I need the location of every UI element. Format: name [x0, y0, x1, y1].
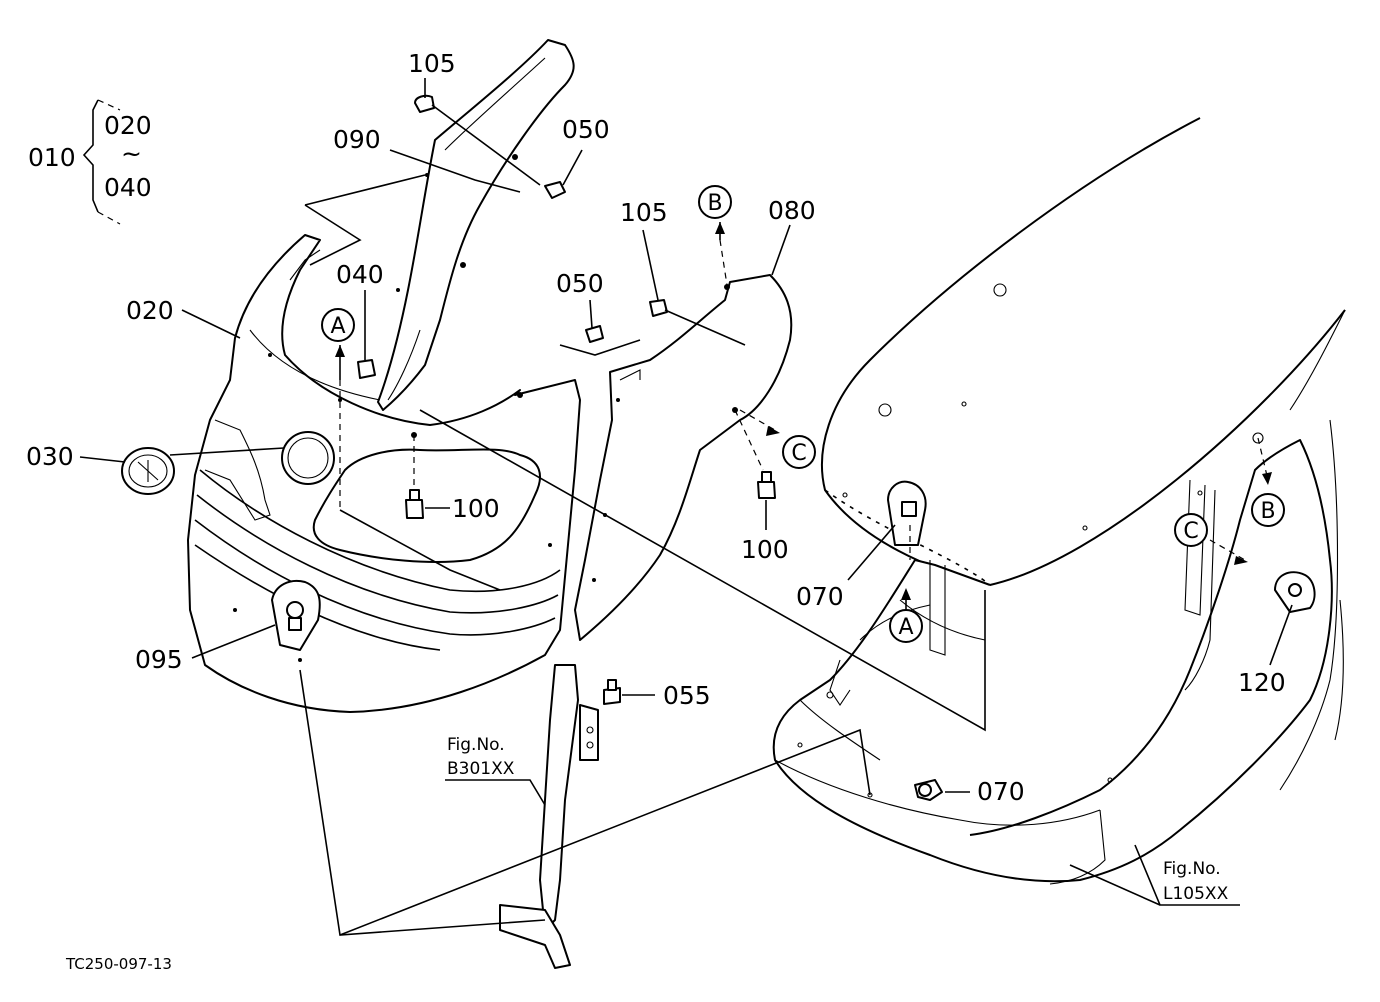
callout-010: 010 — [28, 143, 76, 172]
callout-050-top: 050 — [562, 115, 610, 144]
callout-105-top: 105 — [408, 49, 456, 78]
ref-circle-a-left — [321, 308, 355, 342]
callout-070-upper: 070 — [796, 582, 844, 611]
hood-assembly — [772, 117, 1346, 885]
leader-lines — [79, 78, 1293, 936]
ref-circle-b-top — [698, 185, 732, 219]
callout-100-left: 100 — [452, 494, 500, 523]
fasteners — [121, 94, 776, 519]
callout-040-group: 040 — [104, 173, 152, 202]
ref-b-top: B — [707, 191, 722, 216]
ref-b-hood: B — [1260, 499, 1275, 524]
callout-labels: 010 020 ~ 040 105 050 090 105 080 020 04… — [26, 49, 1286, 973]
callout-020-group: 020 — [104, 111, 152, 140]
upper-panel-090 — [377, 39, 575, 411]
side-panel-080 — [574, 274, 793, 641]
ref-markers: B A C A B C — [321, 185, 1285, 643]
fig-ref-code-right: L105XX — [1163, 884, 1229, 904]
ref-circle-c-hood — [1174, 513, 1208, 547]
ref-circle-b-hood — [1251, 493, 1285, 527]
front-grille-020 — [187, 234, 581, 713]
callout-range-tilde: ~ — [121, 139, 142, 168]
callout-105-mid: 105 — [620, 198, 668, 227]
ref-c-hood: C — [1183, 519, 1198, 544]
callout-040: 040 — [336, 260, 384, 289]
fig-ref-label-left: Fig.No. — [447, 735, 505, 755]
fig-ref-code-left: B301XX — [447, 759, 515, 779]
callout-055: 055 — [663, 681, 711, 710]
bracket-055 — [499, 664, 621, 969]
ref-a-hood: A — [898, 615, 913, 640]
callout-095: 095 — [135, 645, 183, 674]
drawing-code: TC250-097-13 — [65, 955, 172, 973]
ref-circle-a-hood — [889, 609, 923, 643]
fig-ref-label-right: Fig.No. — [1163, 859, 1221, 879]
ref-c-mid: C — [791, 441, 806, 466]
ref-a-left: A — [330, 314, 345, 339]
callout-050-mid: 050 — [556, 269, 604, 298]
callout-080: 080 — [768, 196, 816, 225]
callout-020: 020 — [126, 296, 174, 325]
callout-070-lower: 070 — [977, 777, 1025, 806]
callout-100-right: 100 — [741, 535, 789, 564]
ref-circle-c-mid — [782, 435, 816, 469]
callout-120: 120 — [1238, 668, 1286, 697]
callout-090: 090 — [333, 125, 381, 154]
callout-030: 030 — [26, 442, 74, 471]
